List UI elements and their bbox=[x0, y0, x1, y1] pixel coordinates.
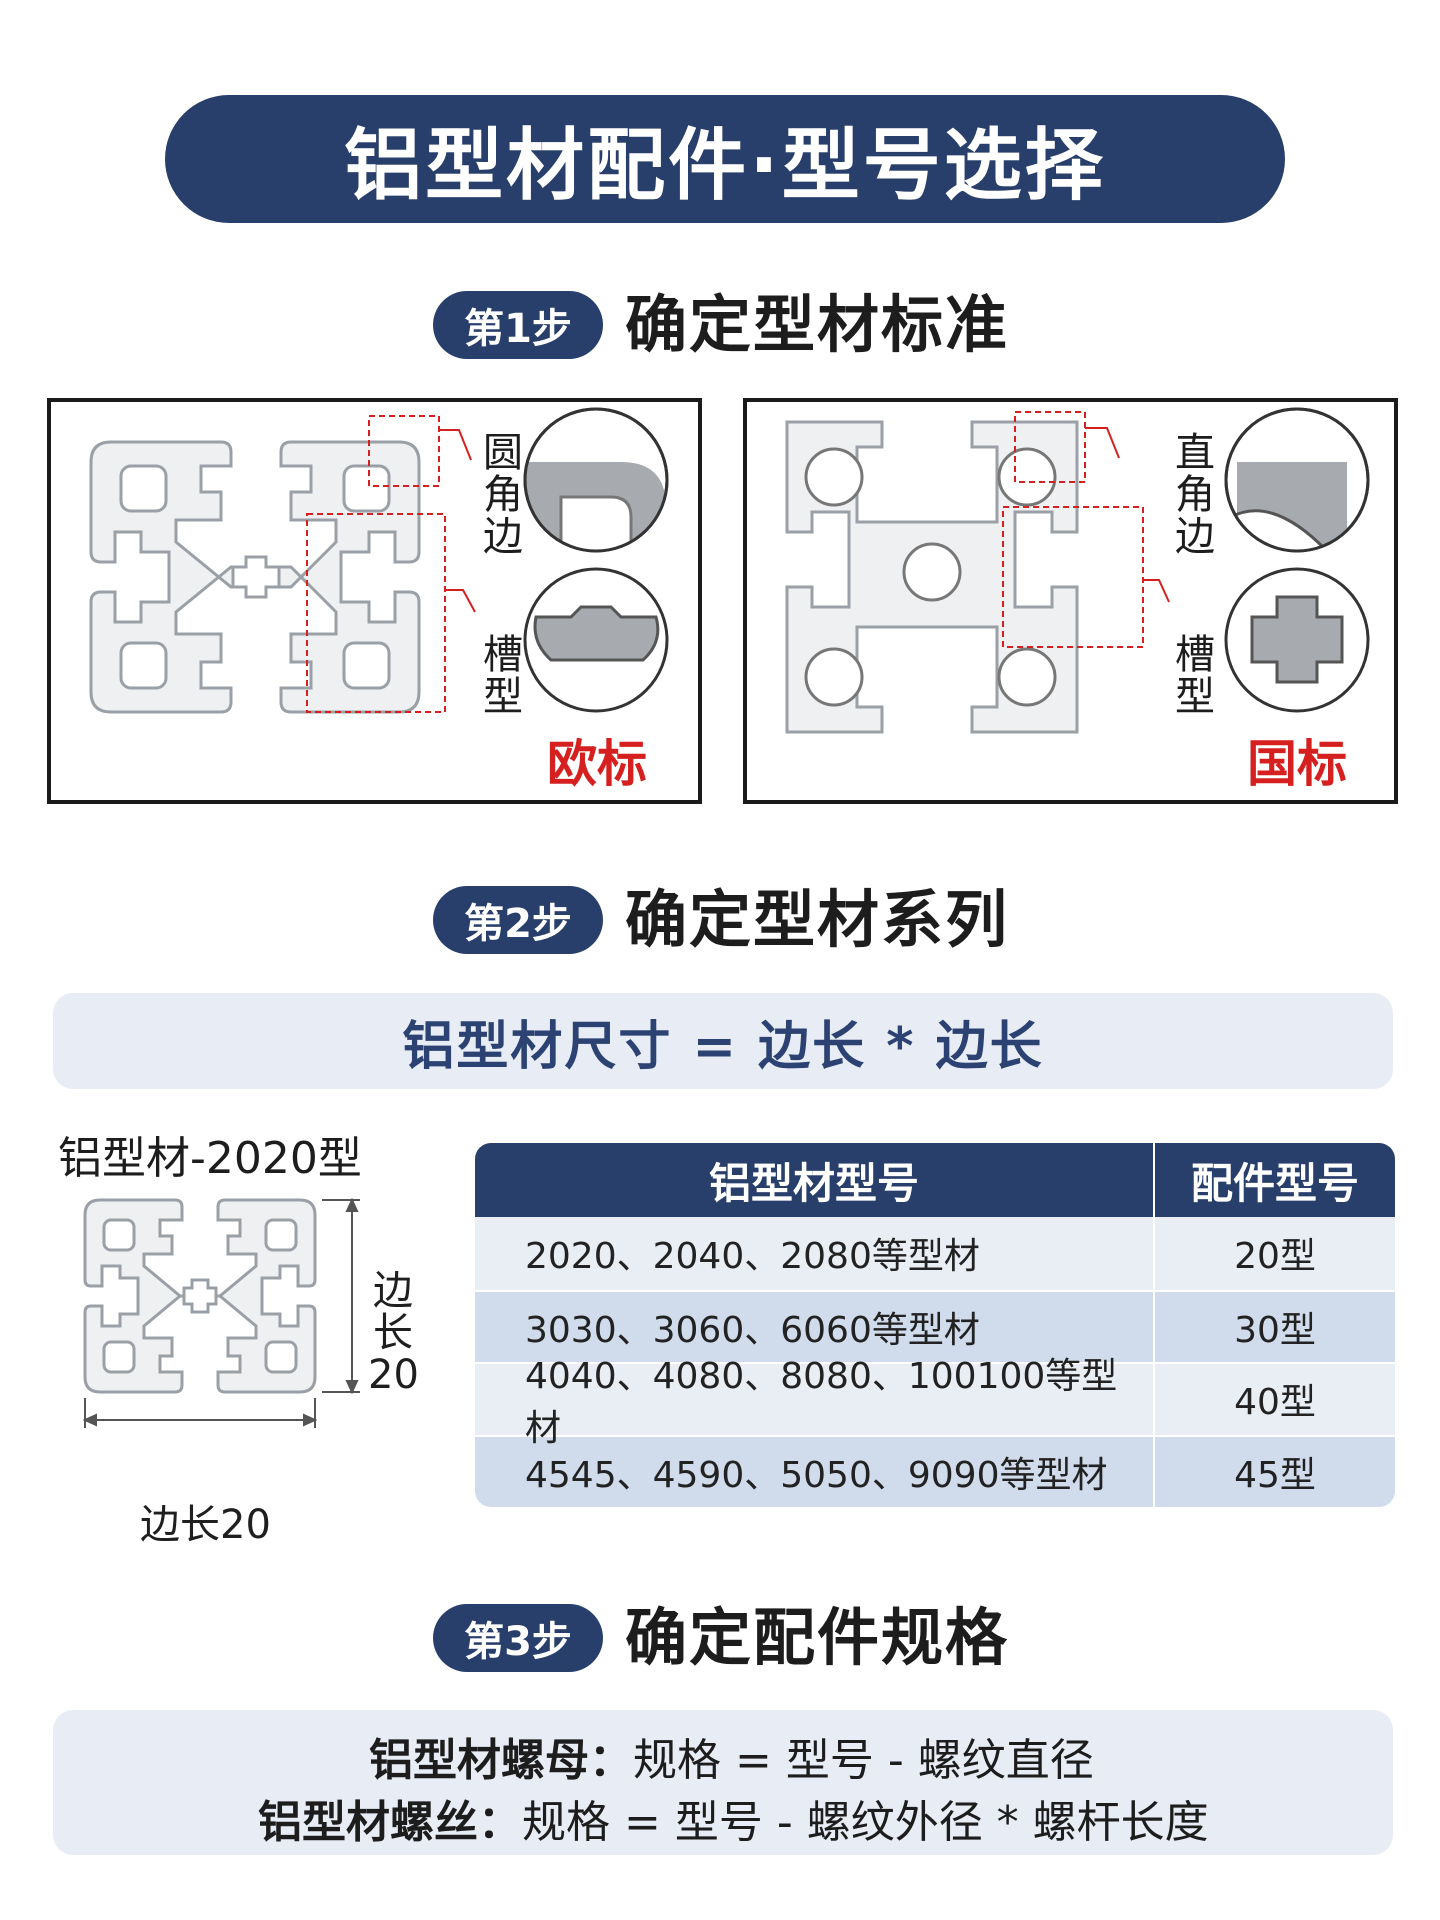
step-3-heading: 第3步 确定配件规格 bbox=[0, 1598, 1440, 1678]
step-title: 确定配件规格 bbox=[625, 1601, 1010, 1674]
nut-label: 铝型材螺母： bbox=[369, 1735, 633, 1786]
table-row: 4545、4590、5050、9090等型材 45型 bbox=[475, 1434, 1395, 1507]
screw-spec-line: 铝型材螺丝：规格 = 型号 - 螺纹外径 * 螺杆长度 bbox=[258, 1786, 1209, 1850]
national-standard-label: 国标 bbox=[1247, 735, 1347, 793]
size-formula: 铝型材尺寸 = 边长 * 边长 bbox=[53, 993, 1393, 1089]
page-title: 铝型材配件·型号选择 bbox=[165, 95, 1285, 223]
nut-rule: 规格 = 型号 - 螺纹直径 bbox=[633, 1735, 1094, 1786]
slot-type-label: 槽型 bbox=[1175, 632, 1215, 720]
accessory-cell: 40型 bbox=[1234, 1382, 1316, 1424]
step-title: 确定型材系列 bbox=[625, 883, 1010, 956]
step-1-heading: 第1步 确定型材标准 bbox=[0, 285, 1440, 365]
side-length-horizontal: 边长20 bbox=[140, 1502, 271, 1548]
profile-cell: 4545、4590、5050、9090等型材 bbox=[475, 1436, 1155, 1507]
step-badge: 第1步 bbox=[433, 291, 603, 359]
accessory-cell: 30型 bbox=[1234, 1309, 1316, 1351]
table-row: 4040、4080、8080、100100等型材 40型 bbox=[475, 1356, 1395, 1449]
right-angle-label: 直角边 bbox=[1175, 430, 1215, 560]
screw-rule: 规格 = 型号 - 螺纹外径 * 螺杆长度 bbox=[522, 1797, 1209, 1848]
profile-cell: 3030、3060、6060等型材 bbox=[475, 1291, 1155, 1362]
slot-type-label: 槽型 bbox=[483, 632, 523, 720]
accessory-spec-box: 铝型材螺母：规格 = 型号 - 螺纹直径 铝型材螺丝：规格 = 型号 - 螺纹外… bbox=[53, 1710, 1393, 1855]
national-profile-diagram bbox=[785, 407, 1370, 734]
profile-2020-diagram bbox=[82, 1197, 360, 1428]
national-standard-panel: 直角边 槽型 国标 bbox=[743, 398, 1398, 804]
accessory-cell: 45型 bbox=[1234, 1454, 1316, 1496]
step-badge: 第3步 bbox=[433, 1604, 603, 1672]
table-row: 2020、2040、2080等型材 20型 bbox=[475, 1217, 1395, 1290]
table-row: 3030、3060、6060等型材 30型 bbox=[475, 1289, 1395, 1362]
column-header-accessory: 配件型号 bbox=[1190, 1158, 1359, 1208]
step-badge: 第2步 bbox=[433, 886, 603, 954]
accessory-cell: 20型 bbox=[1234, 1236, 1316, 1278]
screw-label: 铝型材螺丝： bbox=[258, 1797, 522, 1848]
column-header-profile: 铝型材型号 bbox=[475, 1143, 1155, 1217]
nut-spec-line: 铝型材螺母：规格 = 型号 - 螺纹直径 bbox=[369, 1724, 1094, 1788]
series-table: 铝型材型号 配件型号 2020、2040、2080等型材 20型 3030、30… bbox=[475, 1143, 1395, 1507]
profile-cell: 4040、4080、8080、100100等型材 bbox=[475, 1356, 1155, 1449]
side-length-vertical: 边长20 bbox=[368, 1268, 419, 1398]
european-standard-label: 欧标 bbox=[547, 735, 647, 793]
profile-cell: 2020、2040、2080等型材 bbox=[475, 1217, 1155, 1290]
table-header: 铝型材型号 配件型号 bbox=[475, 1143, 1395, 1217]
european-profile-diagram bbox=[89, 407, 669, 714]
step-title: 确定型材标准 bbox=[625, 288, 1010, 361]
european-standard-panel: 圆角边 槽型 欧标 bbox=[47, 398, 702, 804]
profile-title: 铝型材-2020型 bbox=[58, 1133, 362, 1184]
step-2-heading: 第2步 确定型材系列 bbox=[0, 880, 1440, 960]
rounded-corner-label: 圆角边 bbox=[483, 430, 523, 560]
